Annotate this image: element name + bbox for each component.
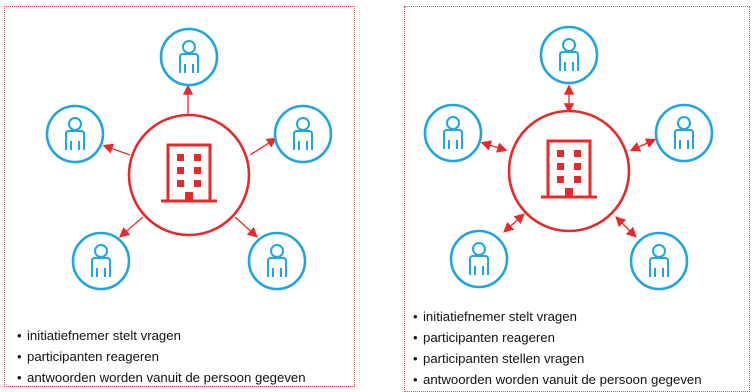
bullet-item: initiatiefnemer stelt vragen xyxy=(411,306,702,327)
office-building-icon xyxy=(541,139,597,199)
bullet-item: initiatiefnemer stelt vragen xyxy=(15,325,306,346)
participant-node-right xyxy=(273,104,333,164)
initiator-node xyxy=(127,113,251,237)
participant-node-left xyxy=(45,104,105,164)
person-icon xyxy=(559,38,579,71)
bullet-list: initiatiefnemer stelt vragen participant… xyxy=(15,325,306,388)
bullet-item: participanten stellen vragen xyxy=(411,348,702,369)
arrow-to-bottom-left-person xyxy=(119,216,144,238)
bullet-item: participanten reageren xyxy=(411,327,702,348)
participant-node-bottom-right xyxy=(629,231,689,291)
person-icon xyxy=(443,116,463,149)
person-icon xyxy=(267,244,287,277)
bullet-item: antwoorden worden vanuit de persoon gege… xyxy=(15,367,306,388)
participant-node-top xyxy=(539,25,599,85)
person-icon xyxy=(469,242,489,275)
arrow-bottom-right-person xyxy=(615,216,637,238)
person-icon xyxy=(649,244,669,277)
arrow-left-person xyxy=(480,140,508,153)
bullet-list: initiatiefnemer stelt vragen participant… xyxy=(411,306,702,390)
arrow-bottom-left-person xyxy=(503,213,525,233)
two-way-arrows xyxy=(480,84,657,238)
person-icon xyxy=(91,244,111,277)
participant-node-top xyxy=(159,27,219,87)
outward-arrows xyxy=(102,84,278,238)
bullet-item: antwoorden worden vanuit de persoon gege… xyxy=(411,369,702,390)
person-icon xyxy=(65,117,85,150)
person-icon xyxy=(293,117,313,150)
diagram-panel-two-way: initiatiefnemer stelt vragen participant… xyxy=(404,6,750,392)
bullet-item: participanten reageren xyxy=(15,346,306,367)
participant-node-left xyxy=(423,103,483,163)
participant-node-right xyxy=(654,103,714,163)
arrow-to-right-person xyxy=(249,137,278,156)
arrow-to-left-person xyxy=(102,143,131,156)
person-icon xyxy=(179,40,199,73)
arrow-right-person xyxy=(629,138,657,152)
participant-node-bottom-left xyxy=(71,231,131,291)
diagram-panel-one-way: initiatiefnemer stelt vragen participant… xyxy=(4,6,355,387)
one-way-communication-diagram xyxy=(45,27,333,291)
participant-node-bottom-right xyxy=(247,231,307,291)
participant-node-bottom-left xyxy=(449,229,509,289)
office-building-icon xyxy=(161,143,217,203)
person-icon xyxy=(674,116,694,149)
two-way-communication-diagram xyxy=(423,25,714,291)
arrow-to-bottom-right-person xyxy=(234,216,258,238)
initiator-node xyxy=(507,109,631,233)
